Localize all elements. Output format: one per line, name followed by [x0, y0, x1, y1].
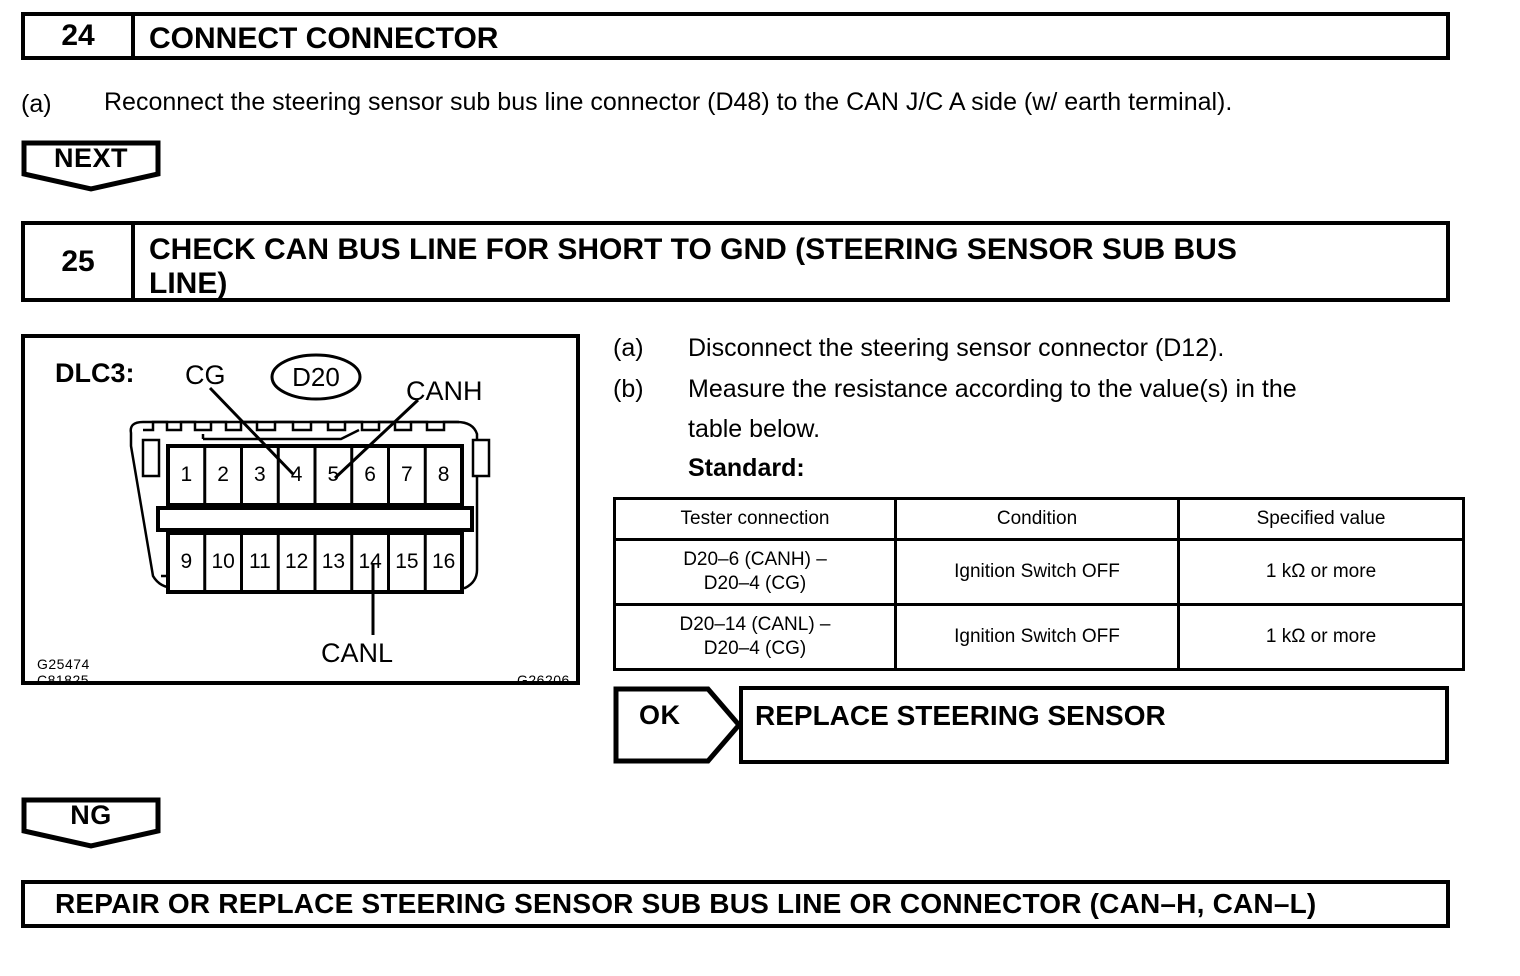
standard-label: Standard:	[688, 454, 805, 482]
figure-title-dlc3: DLC3:	[55, 358, 135, 388]
pin-number: 13	[321, 550, 346, 573]
step-25-item-a-tag: (a)	[613, 334, 644, 362]
next-banner: NEXT	[21, 140, 161, 192]
step-24-header-bar: 24 CONNECT CONNECTOR	[21, 12, 1450, 60]
ok-chevron-shape	[613, 686, 743, 769]
step-25-header-bar: 25 CHECK CAN BUS LINE FOR SHORT TO GND (…	[21, 221, 1450, 302]
ng-banner-label: NG	[70, 800, 112, 830]
ok-action-text: REPLACE STEERING SENSOR	[755, 700, 1166, 731]
connector-id-ellipse	[269, 352, 363, 407]
pin-number: 15	[395, 550, 419, 573]
ok-result-row: OK REPLACE STEERING SENSOR	[613, 686, 1451, 764]
cell-tester-line-1: D20–14 (CANL) –	[679, 614, 831, 636]
pin-number: 2	[217, 463, 229, 486]
table-header-row: Tester connection Condition Specified va…	[613, 497, 1465, 541]
ng-action-bar: REPAIR OR REPLACE STEERING SENSOR SUB BU…	[21, 880, 1450, 928]
pin-number: 11	[248, 550, 271, 573]
cell-tester-connection: D20–14 (CANL) – D20–4 (CG)	[613, 603, 897, 671]
ok-label: OK	[639, 700, 681, 730]
dlc3-connector-drawing	[129, 386, 491, 635]
step-25-number: 25	[25, 225, 135, 298]
step-24-title: CONNECT CONNECTOR	[149, 22, 499, 55]
pin-number: 3	[254, 463, 266, 486]
step-25-title: CHECK CAN BUS LINE FOR SHORT TO GND (STE…	[135, 225, 1446, 300]
ng-banner-shape	[21, 797, 161, 849]
step-25-title-line-1: CHECK CAN BUS LINE FOR SHORT TO GND (STE…	[149, 233, 1237, 266]
pin-number: 10	[211, 550, 235, 573]
pin-number: 7	[401, 463, 413, 486]
figure-code-left-1: G25474	[37, 656, 90, 672]
cell-condition: Ignition Switch OFF	[894, 538, 1180, 606]
pin-number: 14	[358, 550, 382, 573]
step-24-item-a-text: Reconnect the steering sensor sub bus li…	[104, 88, 1233, 116]
table-header-tester-connection: Tester connection	[613, 497, 897, 541]
table-header-specified-value: Specified value	[1177, 497, 1465, 541]
step-25-title-line-2: LINE)	[149, 266, 228, 300]
pin-number: 4	[290, 463, 303, 486]
figure-label-cg: CG	[185, 360, 226, 390]
ellipse-shape	[270, 353, 362, 401]
ok-action-box	[739, 686, 1449, 764]
pin-number: 12	[284, 550, 309, 573]
cell-tester-connection: D20–6 (CANH) – D20–4 (CG)	[613, 538, 897, 606]
step-25-item-b-text-line-1: Measure the resistance according to the …	[688, 375, 1297, 403]
pin-number: 6	[364, 463, 376, 486]
cell-tester-line-1: D20–6 (CANH) –	[683, 549, 827, 571]
dlc3-figure-box: DLC3: CG D20 CANH CANL	[21, 334, 580, 688]
table-row: D20–14 (CANL) – D20–4 (CG) Ignition Swit…	[613, 603, 1465, 671]
ng-banner: NG	[21, 797, 161, 849]
next-banner-shape	[21, 140, 161, 192]
ng-action-text: REPAIR OR REPLACE STEERING SENSOR SUB BU…	[55, 888, 1317, 919]
connector-id-label: D20	[292, 362, 340, 392]
pin-number: 1	[180, 463, 193, 486]
next-banner-label: NEXT	[53, 143, 128, 173]
pin-number: 16	[431, 550, 456, 573]
table-header-condition: Condition	[894, 497, 1180, 541]
step-24-number: 24	[25, 16, 135, 56]
figure-code-left-2: C81825	[37, 672, 90, 688]
step-25-item-b-tag: (b)	[613, 375, 644, 403]
standard-resistance-table: Tester connection Condition Specified va…	[613, 497, 1465, 671]
step-25-item-b-text-line-2: table below.	[688, 415, 821, 443]
figure-code-right: G26206	[517, 672, 570, 688]
pin-number: 5	[327, 463, 340, 486]
table-row: D20–6 (CANH) – D20–4 (CG) Ignition Switc…	[613, 538, 1465, 606]
chevron-right-icon	[613, 686, 743, 764]
cell-specified-value: 1 kΩ or more	[1177, 603, 1465, 671]
step-25-item-a-text: Disconnect the steering sensor connector…	[688, 334, 1225, 362]
cell-specified-value: 1 kΩ or more	[1177, 538, 1465, 606]
cell-tester-line-2: D20–4 (CG)	[703, 638, 807, 659]
step-24-item-a-tag: (a)	[21, 90, 52, 118]
pin-number: 9	[180, 550, 193, 573]
figure-label-canl: CANL	[321, 638, 394, 668]
cell-condition: Ignition Switch OFF	[894, 603, 1180, 671]
cell-tester-line-2: D20–4 (CG)	[703, 573, 807, 594]
pin-number: 8	[437, 463, 450, 486]
